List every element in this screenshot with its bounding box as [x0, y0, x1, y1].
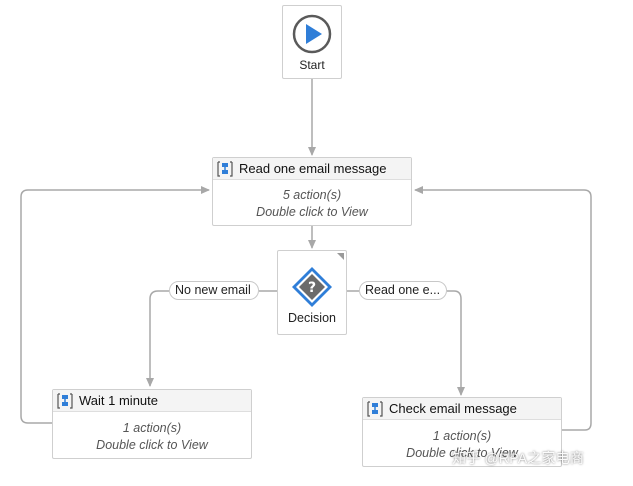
decision-node[interactable]: ? Decision — [277, 250, 347, 335]
play-icon — [292, 14, 332, 54]
branch-label-no-new-email[interactable]: No new email — [169, 281, 259, 300]
sequence-title: Wait 1 minute — [79, 393, 158, 408]
watermark: 知乎 @RPA之家电商 — [452, 450, 585, 466]
sequence-icon — [217, 160, 233, 177]
start-node[interactable]: Start — [282, 5, 342, 79]
actions-count: 1 action(s) — [432, 429, 492, 443]
decision-label: Decision — [288, 311, 336, 325]
connector-check-loop — [414, 186, 592, 431]
view-hint: Double click to View — [406, 446, 518, 460]
check-email-sequence[interactable]: Check email message 1 action(s) Double c… — [362, 397, 562, 467]
sequence-icon — [367, 400, 383, 417]
sequence-title: Check email message — [389, 401, 517, 416]
connector-left-wait — [146, 290, 169, 387]
wait-sequence[interactable]: Wait 1 minute 1 action(s) Double click t… — [52, 389, 252, 459]
sequence-icon — [57, 392, 73, 409]
svg-text:?: ? — [308, 280, 316, 296]
sequence-header: Check email message — [363, 398, 561, 420]
sequence-title: Read one email message — [239, 161, 387, 176]
sequence-header: Wait 1 minute — [53, 390, 251, 412]
view-hint: Double click to View — [96, 438, 208, 452]
actions-count: 1 action(s) — [122, 421, 182, 435]
actions-count: 5 action(s) — [282, 188, 342, 202]
connector-right-check — [447, 290, 465, 396]
branch-label-read-one-email[interactable]: Read one e... — [359, 281, 447, 300]
sequence-header: Read one email message — [213, 158, 411, 180]
read-email-sequence[interactable]: Read one email message 5 action(s) Doubl… — [212, 157, 412, 226]
corner-indicator — [337, 253, 344, 260]
start-label: Start — [299, 58, 325, 72]
view-hint: Double click to View — [256, 205, 368, 219]
question-diamond-icon: ? — [292, 267, 332, 307]
